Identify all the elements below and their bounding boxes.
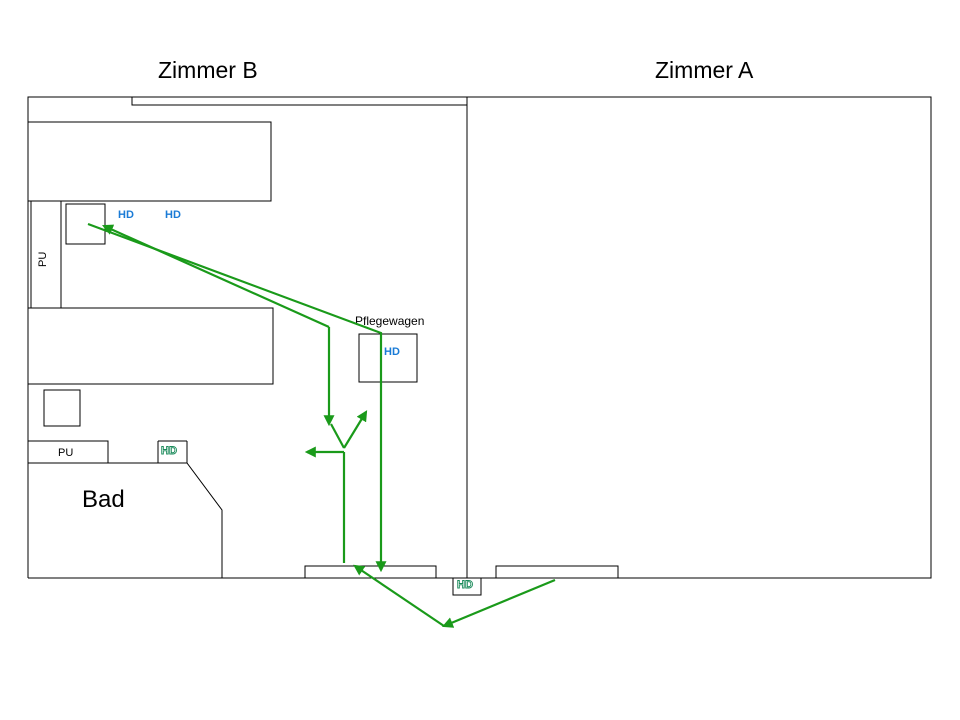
hd-marker-cart: HD xyxy=(384,346,400,358)
movement-paths xyxy=(87,222,556,628)
nightstand-2 xyxy=(43,389,81,427)
path-junction-right xyxy=(343,410,368,449)
room-title-zimmer-b: Zimmer B xyxy=(158,57,258,83)
bed-1 xyxy=(27,121,272,202)
zimmer-a-walls xyxy=(467,96,932,579)
room-title-zimmer-a: Zimmer A xyxy=(655,57,754,83)
hd-marker-bed-right: HD xyxy=(165,209,181,221)
pflegewagen-cart xyxy=(358,333,418,383)
pu-vertical-label: PU xyxy=(37,252,49,267)
bathroom xyxy=(27,440,223,578)
door-zimmer-a xyxy=(495,565,619,579)
path-junction-left-diag xyxy=(330,423,345,449)
path-into-zimmer-b xyxy=(353,564,445,627)
path-from-zimmer-a xyxy=(441,578,556,628)
pu-horizontal-label: PU xyxy=(58,447,73,459)
path-bed-to-door-via-cart xyxy=(87,222,387,573)
hd-marker-bed-left: HD xyxy=(118,209,134,221)
room-title-bad: Bad xyxy=(82,486,125,513)
path-to-bed xyxy=(101,224,330,329)
bed-2 xyxy=(27,307,274,385)
nightstand-1 xyxy=(65,203,106,245)
hd-marker-bath: HD xyxy=(161,445,177,457)
pflegewagen-label: Pflegewagen xyxy=(355,314,424,328)
hd-marker-door: HD xyxy=(457,579,473,591)
door-hd-box xyxy=(452,577,482,596)
door-zimmer-b xyxy=(304,565,437,579)
